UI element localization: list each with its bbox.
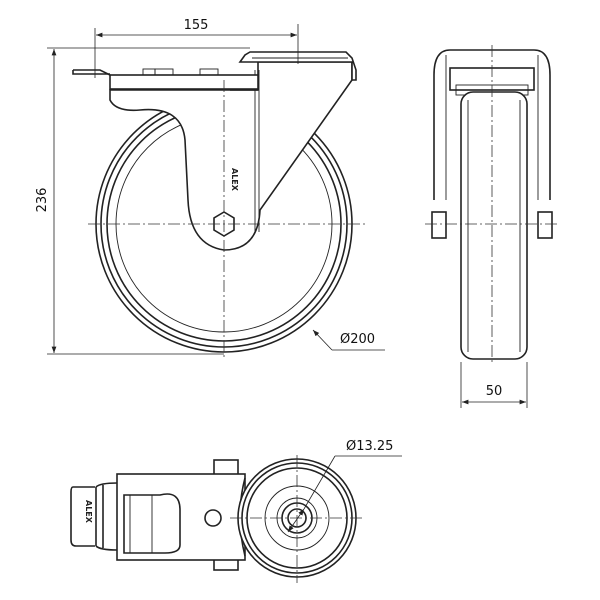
wheel-tread (460, 91, 528, 360)
dimension-wheel-diameter: Ø200 (312, 329, 385, 351)
dimension-height-overall: 236 (35, 47, 250, 355)
front-view (425, 45, 560, 365)
swivel-head (238, 51, 357, 81)
dim-155-label: 155 (184, 18, 209, 33)
dimension-width-overall: 155 (94, 18, 299, 78)
brand-logo-bottom: ALEX (84, 500, 93, 524)
fork (109, 61, 353, 251)
housing (116, 473, 246, 561)
brand-logo: ALEX (230, 168, 239, 192)
dim-50-label: 50 (486, 384, 503, 399)
side-view: ALEX (72, 51, 365, 360)
dim-236-label: 236 (35, 188, 50, 213)
dim-200-label: Ø200 (340, 332, 375, 347)
bottom-view: ALEX (70, 455, 362, 583)
dimension-bore-diameter: Ø13.25 (287, 439, 402, 533)
dim-13-25-label: Ø13.25 (346, 439, 393, 454)
dimension-wheel-width: 50 (460, 362, 528, 408)
top-plate (109, 74, 259, 90)
